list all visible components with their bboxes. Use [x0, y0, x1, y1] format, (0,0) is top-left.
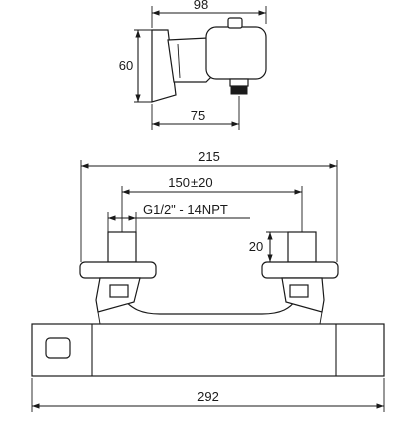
- connector-edge: [177, 43, 181, 79]
- front-view: 215 150 ±20 G1/2" - 14NPT 20 292: [31, 149, 385, 412]
- left-nut: [109, 284, 129, 298]
- dim-label-75: 75: [191, 108, 205, 123]
- dim-label-215: 215: [198, 149, 220, 164]
- left-inlet-stub: [107, 231, 137, 263]
- left-inlet: [79, 231, 157, 325]
- right-nut: [289, 284, 309, 298]
- side-body: [205, 26, 267, 80]
- thread-spec-label: G1/2" - 14NPT: [143, 202, 228, 217]
- outlet-nut: [229, 78, 249, 87]
- left-rosette: [79, 261, 157, 279]
- dim-label-60: 60: [119, 58, 133, 73]
- right-inlet: [261, 231, 339, 325]
- right-inlet-stub: [287, 231, 317, 263]
- dim-label-98: 98: [194, 0, 208, 12]
- cross-bar: [123, 299, 297, 315]
- side-view: 98 60 75: [119, 0, 267, 130]
- dim-label-tolerance: ±20: [191, 175, 213, 190]
- dim-label-292: 292: [197, 389, 219, 404]
- dim-label-150: 150: [168, 175, 190, 190]
- outlet-thread: [230, 85, 248, 95]
- body-button: [45, 337, 71, 359]
- main-body: [31, 323, 385, 377]
- right-rosette: [261, 261, 339, 279]
- side-top-knob: [227, 17, 243, 29]
- dim-label-20: 20: [249, 239, 263, 254]
